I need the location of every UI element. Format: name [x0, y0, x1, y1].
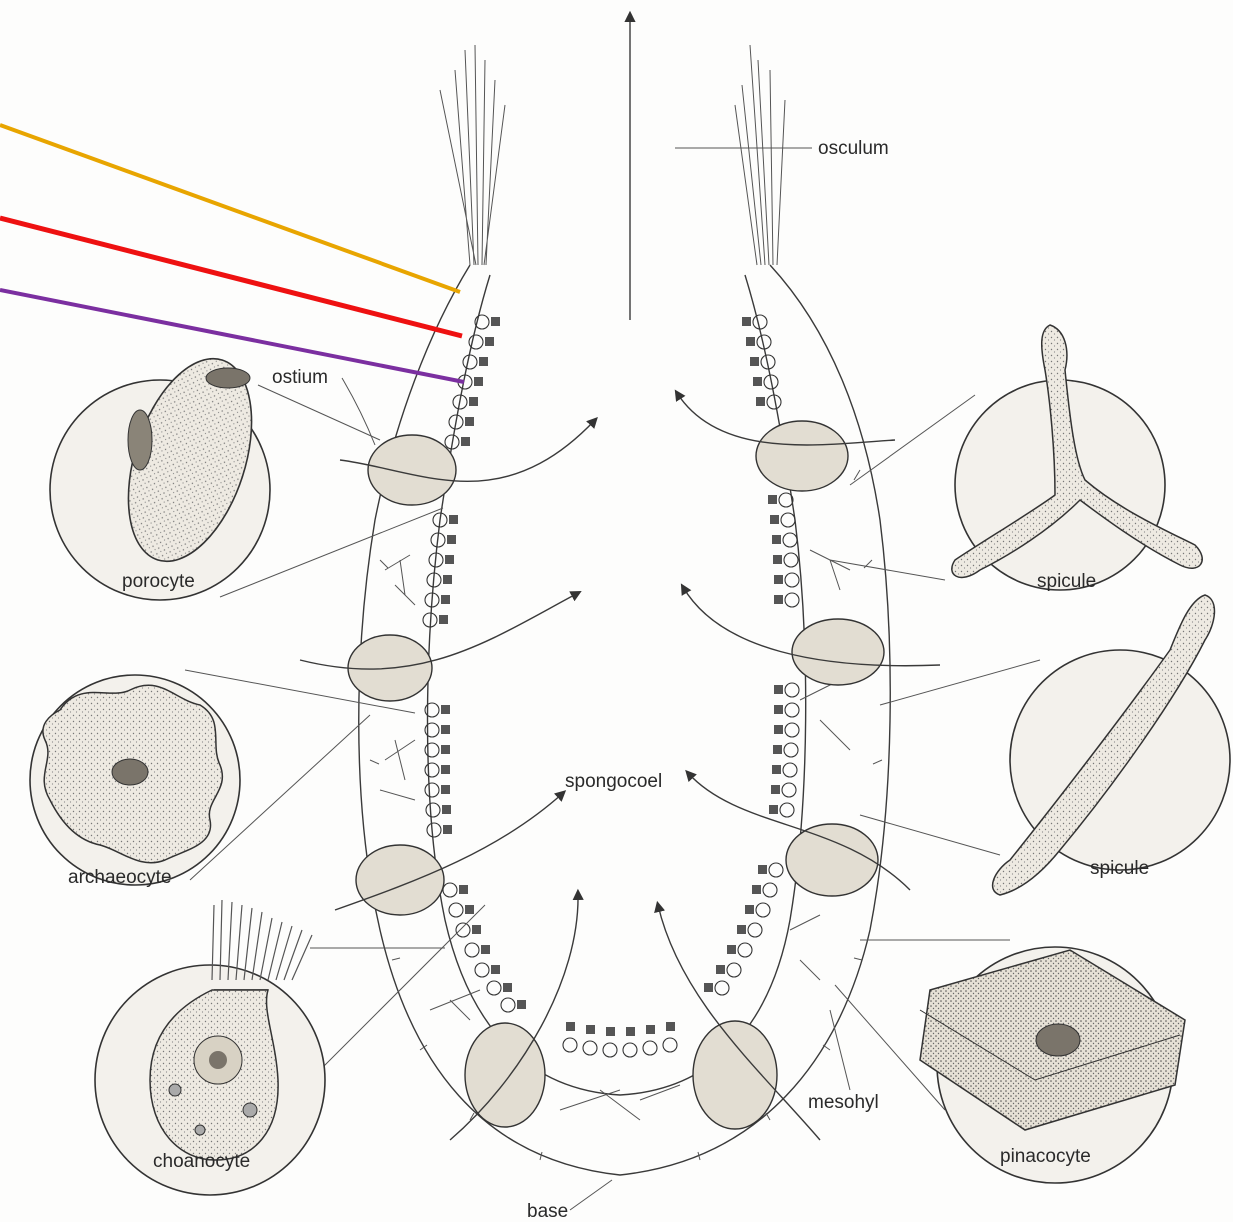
choanocyte-layer-left	[423, 315, 526, 1012]
spicule-inset-bottom	[860, 595, 1230, 895]
label-pinacocyte: pinacocyte	[1000, 1146, 1091, 1167]
label-spicule-bottom: spicule	[1090, 858, 1149, 879]
label-spongocoel: spongocoel	[565, 771, 662, 792]
osculum-spicules-left	[440, 45, 505, 265]
label-mesohyl: mesohyl	[808, 1092, 879, 1113]
osculum-spicules-right	[735, 45, 785, 265]
label-archaeocyte: archaeocyte	[68, 867, 172, 888]
pointer-line-orange	[0, 125, 460, 292]
label-porocyte: porocyte	[122, 571, 195, 592]
water-flow-arrows	[300, 15, 940, 1140]
pointer-line-red	[0, 218, 462, 336]
label-spicule-top: spicule	[1037, 571, 1096, 592]
spicule-inset-top	[830, 325, 1202, 590]
colored-pointers	[0, 125, 464, 382]
label-ostium: ostium	[272, 367, 328, 388]
choanocyte-layer-base	[563, 1022, 677, 1057]
archaeocyte-inset	[30, 670, 415, 885]
label-choanocyte: choanocyte	[153, 1151, 250, 1172]
sponge-body	[300, 15, 940, 1175]
choanocyte-layer-right	[704, 315, 799, 995]
label-osculum: osculum	[818, 138, 889, 159]
label-base: base	[527, 1201, 568, 1222]
